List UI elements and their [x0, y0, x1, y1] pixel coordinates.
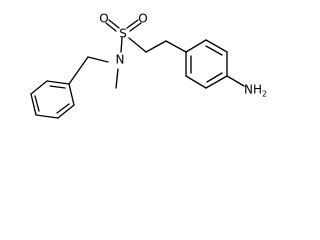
amine-label: NH	[244, 83, 262, 97]
benzyl-bond-2	[68, 83, 75, 106]
aminophenyl-bond-2	[205, 39, 228, 53]
sulfur-label: S	[119, 27, 127, 41]
ethyl-bond-2	[165, 40, 187, 53]
ethyl-bond-1	[145, 40, 167, 53]
benzyl-double-bond-3	[34, 95, 40, 112]
benzyl-bond-6	[30, 80, 48, 95]
aminophenyl-bond-1	[185, 39, 207, 53]
aminophenyl-bond-5	[185, 75, 207, 89]
benzyl-bond-4	[35, 114, 59, 119]
ring-to-amine-bond	[226, 75, 245, 87]
nitrogen-label: N	[116, 53, 125, 67]
nitrogen-methyl-bond	[115, 68, 119, 89]
chemical-structure: O O S N NH 2	[30, 12, 267, 119]
sulfur-ethyl-bond	[128, 37, 147, 53]
aminophenyl-double-bond-2	[206, 72, 223, 83]
sulfur-right-oxygen-bond-a	[129, 22, 142, 32]
benzyl-bond-5	[30, 93, 37, 116]
oxygen-right-label: O	[138, 12, 147, 26]
benzyl-double-bond-1	[49, 85, 66, 89]
sulfur-left-oxygen-bond-a	[105, 22, 117, 32]
amine-subscript-label: 2	[262, 90, 267, 99]
sulfur-left-oxygen-bond-b	[108, 19, 120, 29]
benzyl-ch2-to-nitrogen-bond	[87, 56, 109, 63]
nitrogen-sulfur-bond	[120, 37, 123, 53]
aminophenyl-ring	[185, 39, 228, 89]
sulfur-right-oxygen-bond-b	[126, 19, 139, 29]
benzyl-ch2-to-ring-bond	[68, 56, 89, 85]
oxygen-left-label: O	[99, 12, 108, 26]
aminophenyl-bond-4	[205, 75, 228, 89]
benzyl-bond-3	[57, 104, 75, 119]
molecule-canvas: O O S N NH 2	[30, 11, 268, 119]
benzyl-double-bond-2	[56, 103, 70, 114]
aminophenyl-double-bond-1	[205, 45, 223, 56]
benzyl-bond-1	[46, 80, 70, 85]
benzyl-ring	[30, 80, 75, 119]
